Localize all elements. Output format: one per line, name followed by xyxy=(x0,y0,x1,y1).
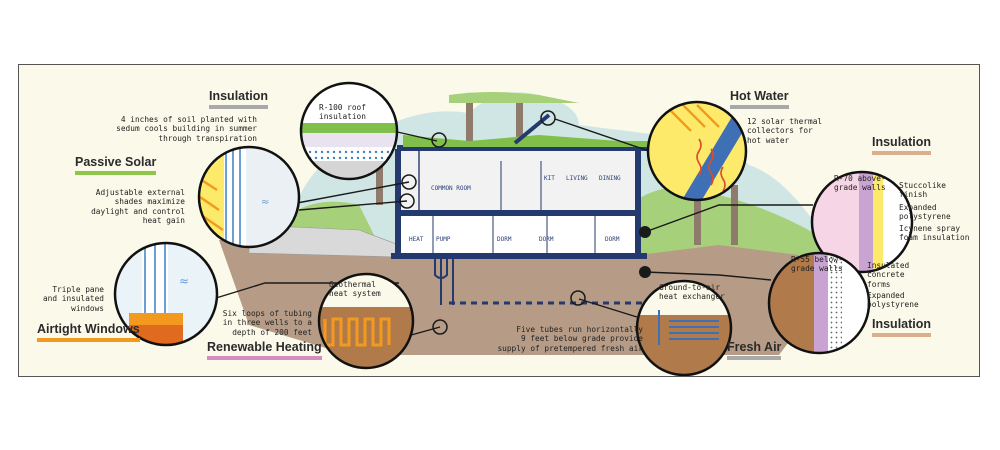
heading-insulation-roof: Insulation xyxy=(209,89,269,109)
building-structure xyxy=(391,113,659,305)
below-grade-wall-detail xyxy=(767,251,871,355)
building-cross-section: ≈ ≈ xyxy=(113,81,914,376)
room-dorm-2: DORM xyxy=(539,236,554,243)
ground-to-air-detail xyxy=(635,279,733,376)
room-common: COMMON ROOM xyxy=(431,185,471,192)
svg-text:≈: ≈ xyxy=(261,197,269,208)
hot-water-detail xyxy=(646,100,748,202)
room-dining: DINING xyxy=(599,175,621,182)
note-eps-above: Expanded polystyrene xyxy=(899,203,951,222)
window-detail: ≈ xyxy=(113,241,219,347)
room-pump: PUMP xyxy=(436,236,451,243)
note-r70: R-70 above- grade walls xyxy=(834,174,886,193)
note-stucco: Stuccolike finish xyxy=(899,181,946,200)
heading-insulation-below: Insulation xyxy=(872,317,932,337)
note-tubing: Six loops of tubing in three wells to a … xyxy=(222,309,312,337)
note-eps-below: Expanded polystyrene xyxy=(867,291,919,310)
heading-airtight-windows: Airtight Windows xyxy=(37,322,140,342)
heading-hot-water: Hot Water xyxy=(730,89,789,109)
note-icf: Insulated concrete forms xyxy=(867,261,910,289)
connector-dots xyxy=(399,110,586,335)
note-geothermal: Geothermal heat system xyxy=(329,280,381,299)
note-five-tubes: Five tubes run horizontally 9 feet below… xyxy=(497,325,643,353)
note-windows: Triple pane and insulated windows xyxy=(42,285,104,313)
note-r55: R-55 below- grade walls xyxy=(791,255,843,274)
room-living: LIVING xyxy=(566,175,588,182)
note-icynene: Icynene spray foam insulation xyxy=(899,224,970,243)
svg-text:≈: ≈ xyxy=(179,274,189,288)
heading-insulation-walls: Insulation xyxy=(872,135,932,155)
note-sedum: 4 inches of soil planted with sedum cool… xyxy=(116,115,257,143)
note-roof-insulation: R-100 roof insulation xyxy=(319,103,366,122)
heading-renewable-heating: Renewable Heating xyxy=(207,340,322,360)
room-dorm-1: DORM xyxy=(497,236,512,243)
heading-passive-solar: Passive Solar xyxy=(75,155,157,175)
diagram-frame: ≈ ≈ xyxy=(18,64,980,377)
note-ground-air: Ground-to-air heat exchanger xyxy=(659,283,725,302)
room-heat: HEAT xyxy=(409,236,424,243)
note-solar-collectors: 12 solar thermal collectors for hot wate… xyxy=(747,117,823,145)
room-kit: KIT xyxy=(544,175,555,182)
heading-fresh-air: Fresh Air xyxy=(727,340,782,360)
room-dorm-3: DORM xyxy=(605,236,620,243)
note-shades: Adjustable external shades maximize dayl… xyxy=(91,188,185,226)
